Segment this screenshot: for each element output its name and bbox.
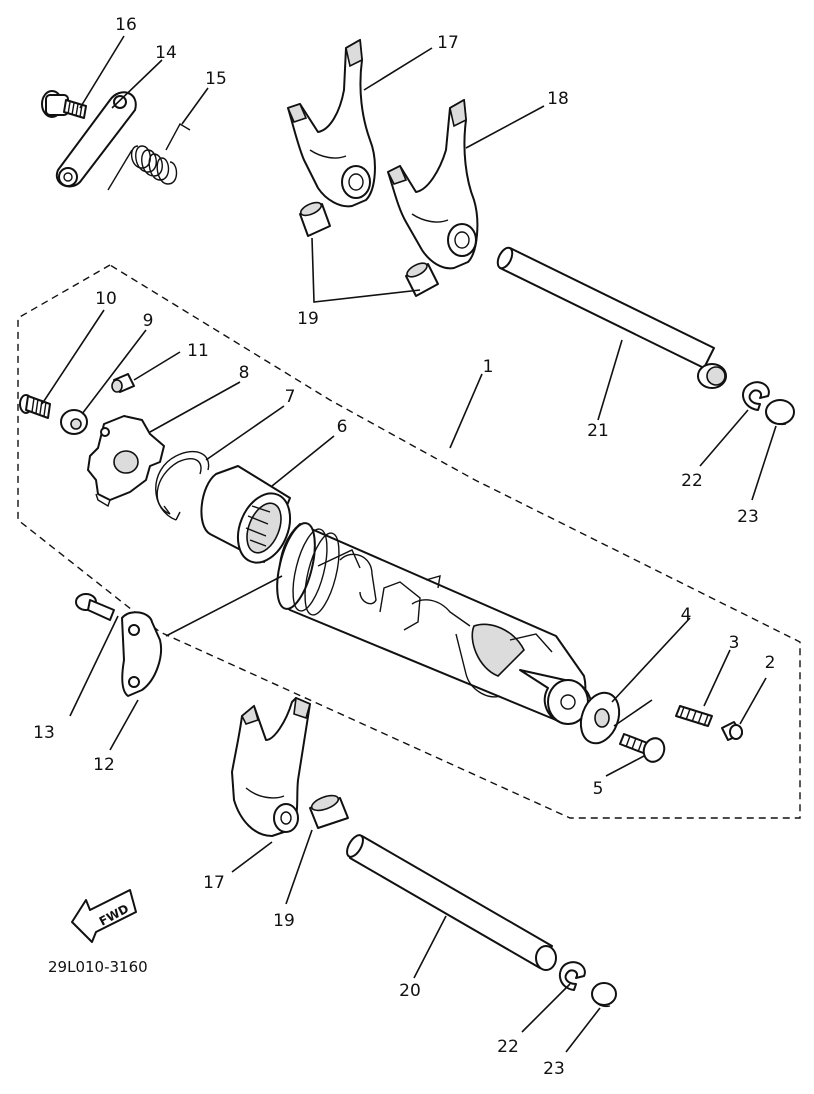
guide-pin-19-b: [405, 262, 439, 297]
callout-19-lower: 19: [273, 911, 295, 931]
part-code: 29L010-3160: [48, 958, 148, 976]
callout-16: 16: [115, 15, 137, 35]
shift-fork-17-lower: [231, 696, 311, 837]
screw-10: [19, 394, 51, 419]
callout-18: 18: [547, 89, 569, 109]
screw-5: [619, 733, 666, 763]
snap-ring-7: [155, 451, 210, 521]
callout-6: 6: [337, 417, 348, 437]
bolt-16: [41, 90, 87, 119]
callout-1: 1: [483, 357, 494, 377]
callout-20: 20: [399, 981, 421, 1001]
callout-17-lower: 17: [203, 873, 225, 893]
guide-bar-20: [346, 834, 557, 971]
shift-fork-18: [386, 98, 479, 270]
callout-10: 10: [95, 289, 117, 309]
callouts: 16 14 15 17 18 19 10 9 11 8 7 6 1 21 22 …: [33, 15, 775, 1079]
washer-23-upper: [765, 399, 795, 426]
callout-21: 21: [587, 421, 609, 441]
callout-5: 5: [593, 779, 604, 799]
callout-4: 4: [681, 605, 692, 625]
assembly-boundary: [17, 264, 801, 819]
fwd-arrow-icon: FWD: [71, 889, 137, 943]
washer-23-lower: [591, 982, 617, 1008]
callout-14: 14: [155, 43, 177, 63]
callout-17-upper: 17: [437, 33, 459, 53]
shift-drum: [276, 522, 593, 725]
callout-12: 12: [93, 755, 115, 775]
callout-19-upper: 19: [297, 309, 319, 329]
callout-11: 11: [187, 341, 209, 361]
circlip-22-upper: [742, 381, 770, 411]
spring-3: [675, 705, 713, 727]
callout-2: 2: [765, 653, 776, 673]
callout-23-upper: 23: [737, 507, 759, 527]
spring-15: [107, 123, 191, 191]
stopper-12: [121, 611, 162, 697]
callout-15: 15: [205, 69, 227, 89]
dowel-pin-11: [111, 373, 135, 393]
shift-fork-17-upper: [286, 38, 376, 208]
washer-9: [60, 409, 88, 435]
callout-22-lower: 22: [497, 1037, 519, 1057]
callout-22-upper: 22: [681, 471, 703, 491]
callout-9: 9: [143, 311, 154, 331]
screw-13: [75, 593, 115, 621]
callout-8: 8: [239, 363, 250, 383]
segment-8: [87, 415, 165, 508]
guide-pin-19-a: [299, 201, 331, 237]
callout-7: 7: [285, 387, 296, 407]
guide-pin-19-c: [309, 794, 349, 829]
callout-13: 13: [33, 723, 55, 743]
circlip-22-lower: [558, 961, 586, 991]
ball-2: [721, 721, 743, 741]
callout-23-lower: 23: [543, 1059, 565, 1079]
callout-3: 3: [729, 633, 740, 653]
guide-bar-21: [496, 246, 727, 389]
plate-4: [579, 691, 621, 745]
leader-lines: [41, 35, 777, 1053]
stopper-plate-14: [55, 91, 137, 188]
bearing-6: [200, 465, 292, 564]
